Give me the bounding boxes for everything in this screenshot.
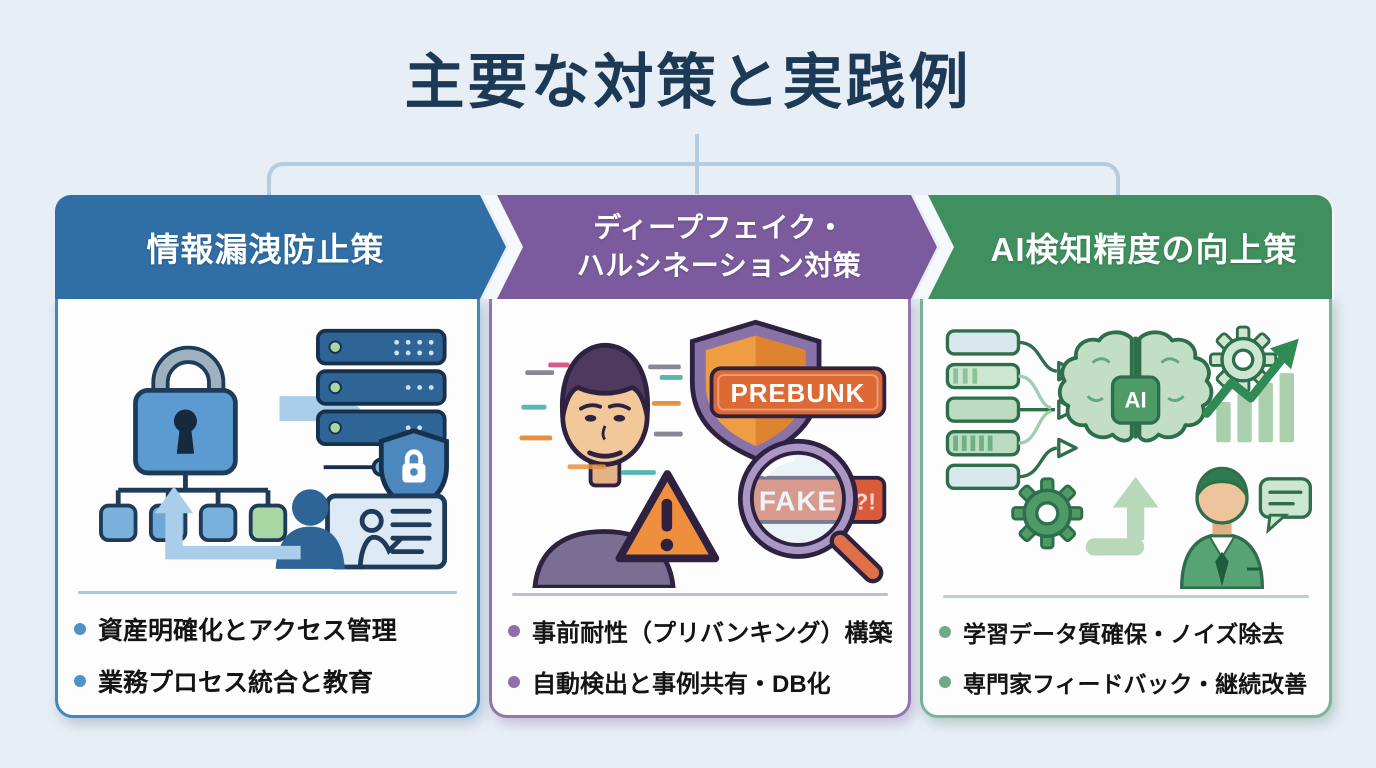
gear-growth-chart-icon xyxy=(1202,325,1299,443)
column-header-label: 情報漏洩防止策 xyxy=(146,231,385,268)
bullet-item: 自動検出と事例共有・DB化 xyxy=(508,664,894,699)
bullet-dot-icon xyxy=(939,676,951,688)
columns-row: 情報漏洩防止策 xyxy=(55,195,1334,718)
column-info-leak: 情報漏洩防止策 xyxy=(55,195,480,718)
ai-brain-chip-icon: AI xyxy=(1057,330,1214,443)
bullet-item: 学習データ質確保・ノイズ除去 xyxy=(939,615,1315,649)
glitch-bars xyxy=(519,362,683,475)
bullet-text: 資産明確化とアクセス管理 xyxy=(98,617,397,645)
column-card: PREBUNK FAKE ?! xyxy=(489,296,911,718)
ai-brain-quality-graphic: AI xyxy=(945,325,1313,589)
bullet-text: 業務プロセス統合と教育 xyxy=(98,669,374,697)
bullet-dot-icon xyxy=(74,675,86,687)
column-card: AI xyxy=(920,296,1332,718)
deepfake-illustration: PREBUNK FAKE ?! xyxy=(492,299,908,593)
arrow-loop-icon xyxy=(154,486,301,560)
column-deepfake: ディープフェイク・ ハルシネーション対策 xyxy=(489,195,911,718)
data-quality-bars-icon xyxy=(945,329,1078,491)
column-header-ai-accuracy: AI検知精度の向上策 xyxy=(928,195,1332,299)
column-header-label-line2: ハルシネーション対策 xyxy=(576,250,862,281)
bullet-dot-icon xyxy=(508,624,520,637)
column-header-deepfake: ディープフェイク・ ハルシネーション対策 xyxy=(497,195,937,299)
page-title: 主要な対策と実践例 xyxy=(404,49,972,116)
shield-prebunk-icon: PREBUNK xyxy=(689,319,887,462)
lock-hierarchy-icon xyxy=(98,345,287,543)
gear-icon xyxy=(1011,477,1084,550)
deepfake-prebunk-graphic: PREBUNK FAKE ?! xyxy=(519,319,887,588)
bullet-list: 事前耐性（プリバンキング）構築 自動検出と事例共有・DB化 xyxy=(492,613,908,715)
bullet-item: 業務プロセス統合と教育 xyxy=(74,663,463,699)
bullet-item: 専門家フィードバック・継続改善 xyxy=(939,665,1315,699)
bullet-list: 学習データ質確保・ノイズ除去 専門家フィードバック・継続改善 xyxy=(923,615,1329,715)
connector-bracket xyxy=(267,162,1120,196)
bullet-text: 学習データ質確保・ノイズ除去 xyxy=(963,621,1285,647)
divider xyxy=(78,591,457,594)
column-card: 資産明確化とアクセス管理 業務プロセス統合と教育 xyxy=(55,296,480,718)
lock-hierarchy-server-training-graphic xyxy=(98,328,449,570)
column-header-info-leak: 情報漏洩防止策 xyxy=(55,195,506,299)
bullet-item: 事前耐性（プリバンキング）構築 xyxy=(508,613,894,648)
fake-label: FAKE xyxy=(759,485,837,516)
prebunk-label: PREBUNK xyxy=(731,380,866,408)
ai-accuracy-illustration: AI xyxy=(923,299,1329,595)
divider xyxy=(512,593,888,596)
divider xyxy=(943,595,1309,598)
fake-suffix-label: ?! xyxy=(854,488,876,514)
bullet-list: 資産明確化とアクセス管理 業務プロセス統合と教育 xyxy=(58,611,477,715)
bullet-text: 事前耐性（プリバンキング）構築 xyxy=(532,620,893,647)
bullet-dot-icon xyxy=(508,675,520,688)
bullet-text: 自動検出と事例共有・DB化 xyxy=(532,671,831,698)
bullet-text: 専門家フィードバック・継続改善 xyxy=(963,671,1308,697)
shield-lock-icon xyxy=(378,428,449,514)
speech-bubble-icon xyxy=(1258,477,1313,535)
bullet-dot-icon xyxy=(939,626,951,638)
bullet-dot-icon xyxy=(74,623,86,635)
column-header-label-line1: ディープフェイク・ xyxy=(593,212,845,244)
column-ai-accuracy: AI検知精度の向上策 xyxy=(914,195,1334,718)
bullet-item: 資産明確化とアクセス管理 xyxy=(74,611,463,647)
arrow-up-icon xyxy=(1085,476,1159,556)
expert-feedback-icon xyxy=(1179,466,1265,589)
column-header-label: AI検知精度の向上策 xyxy=(990,231,1298,268)
info-leak-illustration xyxy=(58,299,477,591)
training-presenter-icon xyxy=(275,489,447,570)
magnifier-fake-icon: FAKE ?! xyxy=(737,438,887,584)
warning-triangle-icon xyxy=(615,470,720,563)
ai-chip-label: AI xyxy=(1125,388,1147,413)
